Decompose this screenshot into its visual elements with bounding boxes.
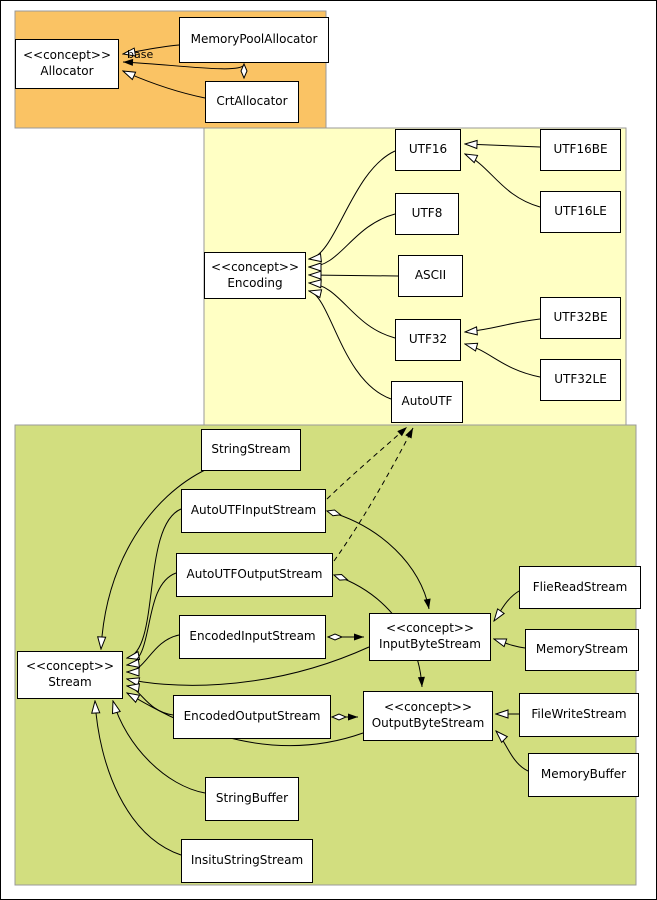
edge-autoutfinputstream-stream	[127, 508, 182, 658]
class-box-allocator: <<concept>> Allocator	[15, 39, 119, 89]
class-label: Encoding	[227, 275, 283, 290]
edge-inputbytestream-stream	[127, 646, 370, 685]
class-label: UTF32BE	[553, 310, 608, 325]
class-label: FileWriteStream	[531, 707, 627, 722]
class-box-fliereadstream: FlieReadStream	[519, 566, 641, 609]
class-label: MemoryStream	[535, 642, 629, 657]
class-label: InsituStringStream	[190, 853, 304, 868]
edge-memorypoolallocator-allocator	[123, 44, 180, 54]
class-label: AutoUTFOutputStream	[186, 567, 323, 582]
edge-insitustringstream-stream	[95, 701, 182, 856]
edge-ascii-encoding	[309, 275, 399, 276]
edge-memorypoolallocator-base-allocator	[122, 58, 248, 80]
class-label: ASCII	[414, 268, 447, 283]
edge-stringstream-stream	[101, 468, 208, 649]
class-label: UTF16	[408, 142, 448, 157]
class-label: Allocator	[40, 64, 94, 78]
class-box-ascii: ASCII	[398, 255, 463, 297]
class-label: EncodedOutputStream	[183, 709, 321, 724]
edge-utf16be-utf16	[465, 144, 541, 147]
class-box-insitustringstream: InsituStringStream	[181, 839, 313, 883]
class-label: StringBuffer	[215, 791, 289, 806]
class-label: UTF8	[411, 206, 443, 221]
class-box-crtallocator: CrtAllocator	[205, 81, 299, 123]
class-box-utf16: UTF16	[395, 129, 461, 171]
edge-autoutfoutputstream-autoutf	[333, 427, 414, 562]
class-box-autoutfinputstream: AutoUTFInputStream	[181, 489, 326, 533]
stereotype-label: <<concept>>	[383, 700, 473, 715]
edge-stringbuffer-stream	[113, 701, 206, 794]
class-box-outputbytestream: <<concept>> OutputByteStream	[363, 691, 493, 741]
class-box-stringbuffer: StringBuffer	[205, 777, 299, 821]
class-label: Stream	[48, 675, 92, 689]
class-label: OutputByteStream	[371, 716, 485, 730]
class-box-stream: <<concept>> Stream	[17, 651, 123, 699]
edge-utf32le-utf32	[465, 344, 541, 378]
edge-encodedoutputstream-stream	[127, 686, 174, 716]
edge-utf8-encoding	[309, 213, 396, 267]
edge-encodedinputstream-stream	[127, 634, 180, 672]
class-label: EncodedInputStream	[189, 629, 316, 644]
edge-utf16-encoding	[309, 150, 396, 259]
edge-label-base: base	[127, 48, 154, 61]
class-box-utf32le: UTF32LE	[540, 359, 621, 401]
class-label: MemoryBuffer	[540, 767, 627, 782]
class-box-filewritestream: FileWriteStream	[519, 693, 639, 737]
class-label: MemoryPoolAllocator	[190, 32, 318, 47]
class-box-encoding: <<concept>> Encoding	[204, 252, 306, 299]
class-label: CrtAllocator	[216, 94, 288, 109]
edge-autoutfoutputstream-stream	[127, 572, 177, 665]
stereotype-label: <<concept>>	[210, 259, 300, 274]
stereotype-label: <<concept>>	[22, 48, 112, 63]
class-label: StringStream	[211, 442, 291, 457]
stereotype-label: <<concept>>	[25, 659, 115, 674]
class-label: UTF16LE	[554, 204, 607, 219]
edge-crtallocator-allocator	[123, 71, 206, 99]
edge-autoutf-encoding	[309, 291, 392, 400]
class-box-encodedoutputstream: EncodedOutputStream	[173, 695, 331, 739]
class-label: AutoUTF	[401, 394, 453, 409]
class-box-stringstream: StringStream	[201, 429, 301, 471]
class-box-utf16le: UTF16LE	[540, 191, 621, 233]
class-box-utf8: UTF8	[395, 193, 459, 235]
class-box-autoutf: AutoUTF	[391, 381, 463, 423]
class-box-utf32be: UTF32BE	[540, 297, 621, 339]
class-box-memorybuffer: MemoryBuffer	[528, 753, 639, 797]
edge-memorybuffer-outputbytestream	[496, 731, 529, 772]
class-label: FlieReadStream	[532, 579, 628, 594]
class-label: InputByteStream	[379, 637, 481, 651]
class-label: AutoUTFInputStream	[190, 503, 317, 518]
edge-memorystream-inputbytestream	[494, 639, 526, 649]
edge-utf32-encoding	[309, 283, 396, 339]
class-box-encodedinputstream: EncodedInputStream	[179, 615, 326, 659]
edge-fliereadstream-inputbytestream	[494, 590, 520, 621]
class-label: UTF32LE	[554, 372, 607, 387]
class-box-utf32: UTF32	[395, 319, 461, 361]
class-box-inputbytestream: <<concept>> InputByteStream	[369, 613, 491, 661]
stereotype-label: <<concept>>	[385, 621, 475, 636]
edge-autoutfinputstream-autoutf	[326, 426, 408, 500]
class-label: UTF16BE	[553, 142, 608, 157]
class-box-autoutfoutputstream: AutoUTFOutputStream	[176, 553, 333, 597]
edge-utf16le-utf16	[465, 154, 541, 208]
edge-utf32be-utf32	[465, 318, 541, 332]
class-label: UTF32	[408, 332, 448, 347]
class-box-memorypoolallocator: MemoryPoolAllocator	[179, 17, 329, 63]
class-box-utf16be: UTF16BE	[540, 129, 621, 171]
class-box-memorystream: MemoryStream	[525, 629, 639, 671]
